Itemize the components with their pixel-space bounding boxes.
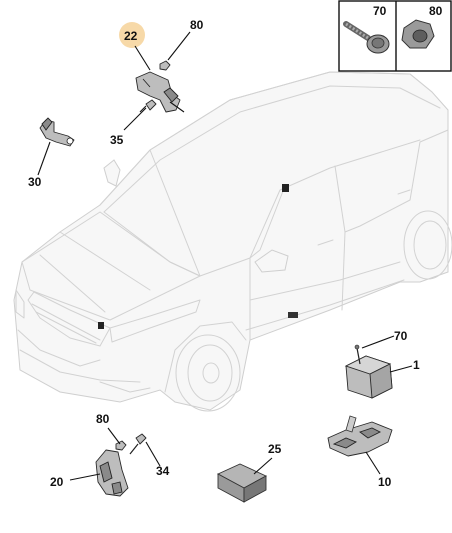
callout-22[interactable]: 22 (124, 29, 138, 43)
part-80-top-nut[interactable] (159, 60, 171, 71)
callout-80-low[interactable]: 80 (96, 412, 110, 426)
leader-10 (365, 451, 381, 475)
car-outline (13, 71, 452, 412)
callout-20[interactable]: 20 (50, 475, 64, 489)
part-30-bracket[interactable] (39, 117, 75, 147)
callout-70[interactable]: 70 (394, 329, 408, 343)
part-34-bolt[interactable] (129, 433, 147, 455)
inset-screw-70[interactable] (343, 21, 390, 54)
callout-34[interactable]: 34 (156, 464, 170, 478)
part-20-hinge[interactable] (95, 449, 129, 497)
part-35-bolt[interactable] (139, 99, 157, 113)
leader-1 (389, 365, 413, 373)
callout-80-top[interactable]: 80 (190, 18, 204, 32)
inset-nut-80[interactable] (401, 19, 435, 49)
leader-70 (361, 335, 395, 349)
callout-80-box[interactable]: 80 (429, 4, 443, 18)
part-22-level-sensor[interactable] (135, 71, 185, 113)
leader-80-low (107, 427, 121, 445)
leader-34 (145, 441, 161, 467)
leader-20 (69, 473, 101, 481)
leader-80-top (167, 31, 191, 61)
leader-25 (253, 457, 273, 475)
part-80-low-nut[interactable] (115, 440, 127, 451)
part-70-screw[interactable] (354, 344, 361, 365)
callout-30[interactable]: 30 (28, 175, 42, 189)
part-1-module[interactable] (344, 355, 393, 399)
part-25-pad[interactable] (216, 463, 268, 503)
highlight-marker-22 (119, 22, 145, 48)
callout-70-box[interactable]: 70 (373, 4, 387, 18)
callout-35[interactable]: 35 (110, 133, 124, 147)
leader-22 (134, 45, 151, 71)
leader-35 (123, 107, 147, 131)
part-10-bracket[interactable] (327, 415, 393, 457)
leader-30 (37, 141, 51, 176)
callout-10[interactable]: 10 (378, 475, 392, 489)
callout-25[interactable]: 25 (268, 442, 282, 456)
callout-1[interactable]: 1 (413, 358, 420, 372)
